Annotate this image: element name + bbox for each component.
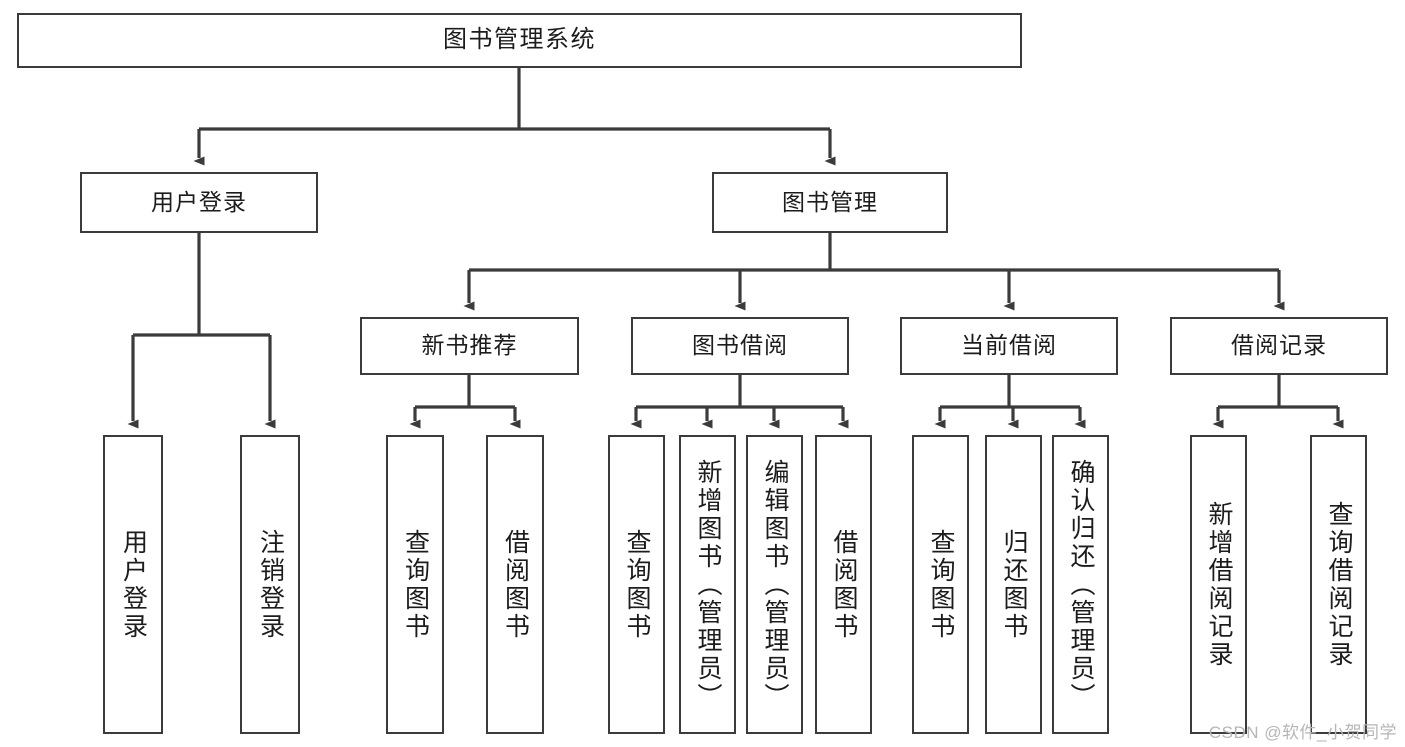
leaf-user-login[interactable]: 用户登录 (103, 435, 163, 734)
leaf-add-borrow-record-label: 新增借阅记录 (1205, 500, 1233, 669)
node-user-login[interactable]: 用户登录 (80, 172, 318, 233)
leaf-edit-book-admin-label: 编辑图书（管理员） (761, 458, 789, 711)
leaf-add-book-admin[interactable]: 新增图书（管理员） (679, 435, 736, 734)
node-book-borrow[interactable]: 图书借阅 (631, 317, 849, 375)
node-current-borrow-label: 当前借阅 (961, 332, 1057, 359)
leaf-borrow-book-recommend-label: 借阅图书 (501, 528, 530, 641)
leaf-logout-label: 注销登录 (256, 528, 285, 641)
leaf-query-book-borrow[interactable]: 查询图书 (608, 435, 665, 734)
node-root-label: 图书管理系统 (443, 26, 596, 54)
node-user-login-label: 用户登录 (151, 188, 247, 215)
leaf-query-book-current[interactable]: 查询图书 (912, 435, 969, 734)
leaf-confirm-return-admin[interactable]: 确认归还（管理员） (1052, 435, 1109, 734)
leaf-lend-book-label: 借阅图书 (830, 528, 858, 641)
node-borrow-records[interactable]: 借阅记录 (1170, 317, 1388, 375)
node-borrow-records-label: 借阅记录 (1231, 332, 1327, 359)
leaf-query-book-recommend-label: 查询图书 (401, 528, 430, 641)
leaf-query-book-recommend[interactable]: 查询图书 (386, 435, 444, 734)
leaf-add-borrow-record[interactable]: 新增借阅记录 (1190, 435, 1247, 734)
node-root-system[interactable]: 图书管理系统 (17, 13, 1022, 68)
leaf-user-login-label: 用户登录 (119, 528, 148, 641)
csdn-watermark: CSDN @软件_小贺同学 (1208, 723, 1397, 742)
leaf-add-book-admin-label: 新增图书（管理员） (694, 458, 722, 711)
node-book-management-label: 图书管理 (782, 188, 878, 215)
leaf-return-book[interactable]: 归还图书 (985, 435, 1042, 734)
leaf-query-borrow-record[interactable]: 查询借阅记录 (1310, 435, 1367, 734)
node-current-borrow[interactable]: 当前借阅 (900, 317, 1118, 375)
leaf-query-book-current-label: 查询图书 (927, 528, 955, 641)
leaf-edit-book-admin[interactable]: 编辑图书（管理员） (746, 435, 803, 734)
leaf-logout[interactable]: 注销登录 (240, 435, 300, 734)
leaf-query-book-borrow-label: 查询图书 (623, 528, 651, 641)
leaf-return-book-label: 归还图书 (1000, 528, 1028, 641)
node-new-book-recommend[interactable]: 新书推荐 (360, 317, 579, 375)
leaf-confirm-return-admin-label: 确认归还（管理员） (1067, 458, 1095, 711)
leaf-lend-book[interactable]: 借阅图书 (815, 435, 872, 734)
node-book-management[interactable]: 图书管理 (712, 172, 948, 233)
node-book-borrow-label: 图书借阅 (692, 332, 788, 359)
node-new-book-recommend-label: 新书推荐 (421, 332, 518, 359)
leaf-borrow-book-recommend[interactable]: 借阅图书 (486, 435, 544, 734)
leaf-query-borrow-record-label: 查询借阅记录 (1325, 500, 1353, 669)
